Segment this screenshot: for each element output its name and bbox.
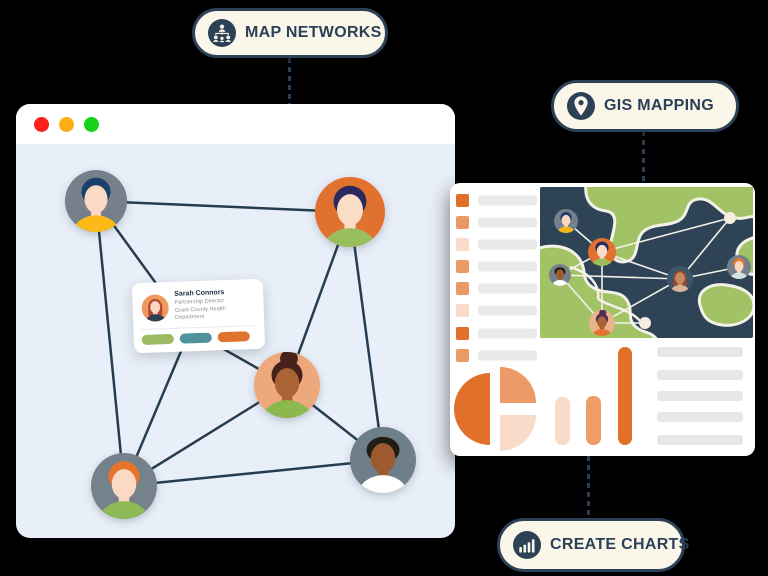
avatar[interactable] <box>91 453 157 538</box>
legend-row[interactable] <box>456 282 537 295</box>
org-chart-icon <box>208 19 236 47</box>
card-action-button[interactable] <box>179 332 212 344</box>
legend-row[interactable] <box>456 194 537 207</box>
network-map-window: Sarah Connors Partnership Director Grant… <box>16 104 455 538</box>
gis-dashboard-panel <box>450 183 755 456</box>
avatar[interactable] <box>350 427 416 519</box>
gis-map <box>540 187 753 346</box>
avatar[interactable] <box>727 255 751 288</box>
profile-avatar <box>141 294 169 322</box>
bar-chart-icon <box>513 531 541 559</box>
network-node[interactable] <box>65 170 127 256</box>
card-action-button[interactable] <box>141 333 174 345</box>
map-node[interactable] <box>589 309 615 346</box>
map-edges <box>559 217 740 324</box>
legend-row[interactable] <box>456 304 537 317</box>
profile-card: Sarah Connors Partnership Director Grant… <box>131 278 266 354</box>
avatar[interactable] <box>141 294 169 322</box>
profile-card-text: Sarah Connors Partnership Director Grant… <box>174 288 257 322</box>
avatar[interactable] <box>315 177 385 274</box>
zoom-traffic-light[interactable] <box>84 116 99 132</box>
dashed-connector-gis-mapping <box>642 131 645 183</box>
pie-chart <box>454 367 536 451</box>
profile-name: Sarah Connors <box>174 289 225 298</box>
map-node[interactable] <box>727 255 751 288</box>
map-waypoint[interactable] <box>639 317 651 329</box>
gis-mapping-label: GIS MAPPING <box>604 97 714 114</box>
close-traffic-light[interactable] <box>34 116 49 132</box>
map-node[interactable] <box>549 264 571 295</box>
card-action-button[interactable] <box>217 331 250 343</box>
location-pin-icon <box>567 92 595 120</box>
network-node[interactable] <box>350 427 416 519</box>
avatar[interactable] <box>589 309 615 346</box>
bar-chart <box>555 347 632 445</box>
legend-row[interactable] <box>456 238 537 251</box>
map-node[interactable] <box>588 238 616 277</box>
map-networks-badge[interactable]: MAP NETWORKS <box>192 8 388 58</box>
avatar[interactable] <box>549 264 571 295</box>
map-networks-label: MAP NETWORKS <box>245 24 382 41</box>
avatar[interactable] <box>554 209 578 242</box>
avatar[interactable] <box>65 170 127 256</box>
card-divider <box>141 324 257 330</box>
create-charts-badge[interactable]: CREATE CHARTS <box>497 518 689 572</box>
avatar[interactable] <box>588 238 616 277</box>
dashed-connector-map-networks <box>288 58 291 104</box>
legend-row[interactable] <box>456 349 537 362</box>
legend-row[interactable] <box>456 327 537 340</box>
avatar[interactable] <box>667 266 693 302</box>
avatar[interactable] <box>254 350 320 444</box>
network-node[interactable] <box>254 350 320 444</box>
dashed-connector-create-charts <box>587 456 590 518</box>
profile-org: Grant County Health Department <box>174 305 226 321</box>
network-node[interactable] <box>91 453 157 538</box>
network-graph <box>65 170 416 538</box>
legend-row[interactable] <box>456 260 537 273</box>
gis-panel-content <box>454 187 753 451</box>
window-titlebar <box>16 104 455 144</box>
network-node[interactable] <box>315 177 385 274</box>
legend-list <box>456 194 537 362</box>
gis-mapping-badge[interactable]: GIS MAPPING <box>551 80 739 132</box>
minimize-traffic-light[interactable] <box>59 116 74 132</box>
legend-row[interactable] <box>456 216 537 229</box>
placeholder-text-lines <box>657 347 743 445</box>
map-node[interactable] <box>554 209 578 242</box>
card-action-buttons <box>140 331 250 345</box>
create-charts-label: CREATE CHARTS <box>550 536 690 553</box>
map-waypoint[interactable] <box>724 212 736 224</box>
map-node[interactable] <box>667 266 693 302</box>
